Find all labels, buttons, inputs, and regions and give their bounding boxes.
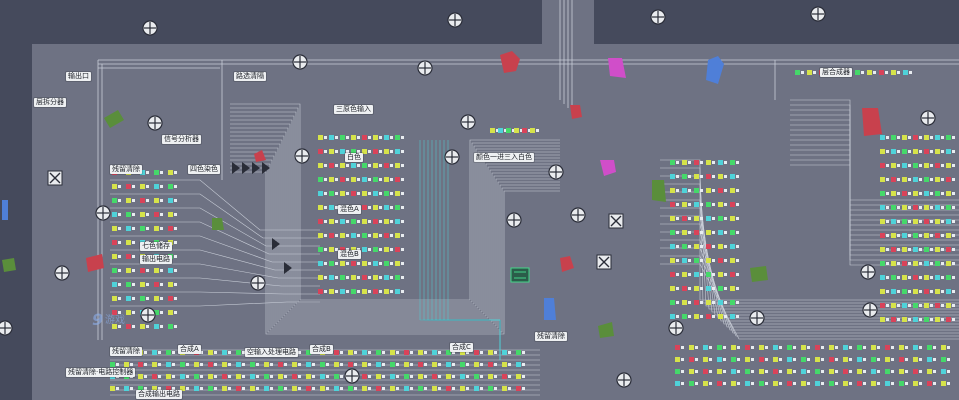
label-residue-clear-bottom: 残留清除·电路控制器 (66, 368, 136, 377)
label-synth-c: 合成C (450, 343, 473, 352)
color-blobs (2, 51, 882, 338)
signal-cells (110, 70, 955, 391)
label-signal-analyzer: 信号分析器 (162, 135, 201, 144)
label-seven-color-store: 七色储存 (140, 242, 172, 251)
label-three-color-input: 三原色输入 (334, 105, 373, 114)
label-color-single-input: 颜色一进三入白色 (474, 153, 534, 162)
trunk-lines (97, 0, 959, 340)
label-synth-a: 合成A (178, 345, 201, 354)
chip-icon[interactable] (510, 267, 530, 283)
hub-icons[interactable] (0, 6, 936, 388)
arrow-icon (232, 162, 292, 274)
label-white: 白色 (345, 153, 363, 162)
watermark-text: 游戏 (105, 313, 125, 326)
label-residue-clear-right: 残留清除 (535, 332, 567, 341)
watermark-mark: 9 (92, 310, 103, 329)
label-layer-merger: 层合成器 (820, 68, 852, 77)
label-synth-output-circuit: 合成输出电路 (136, 390, 182, 399)
label-output-circuit: 输出电路 (140, 255, 172, 264)
label-four-color-dye: 四色染色 (188, 165, 220, 174)
label-mix-a: 混色A (338, 205, 361, 214)
label-layer-splitter: 层拆分器 (34, 98, 66, 107)
label-residue-clear: 残留清除 (110, 165, 142, 174)
label-empty-input-circuit: 空输入处理电路 (245, 348, 298, 357)
label-splitter-top: 路选清隔 (234, 72, 266, 81)
label-output-port: 输出口 (66, 72, 91, 81)
label-synth-b: 合成B (310, 345, 333, 354)
label-mix-b: 混色B (338, 250, 361, 259)
label-residue-clear-left: 残留清除 (110, 347, 142, 356)
